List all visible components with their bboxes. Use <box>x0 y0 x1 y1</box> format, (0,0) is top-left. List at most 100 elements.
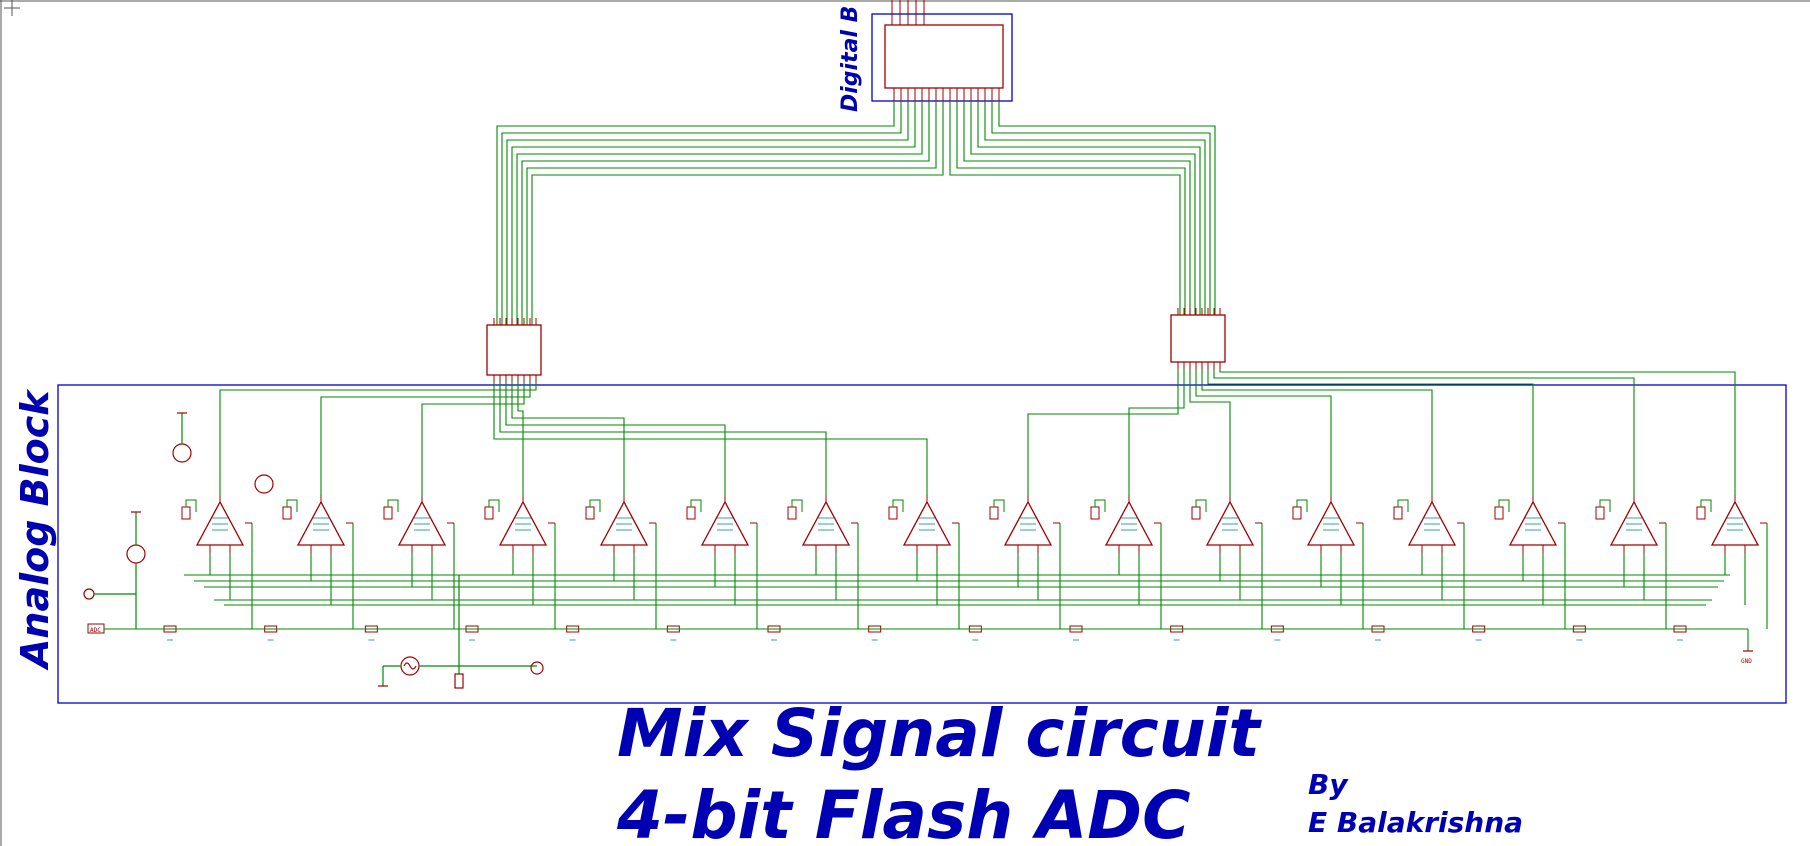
bus-wire-left <box>516 101 923 325</box>
comparator-body <box>195 500 245 546</box>
feedback-wire <box>286 499 298 512</box>
comparator-body <box>1104 500 1154 546</box>
comparator-feedback <box>1494 506 1504 520</box>
comparator-feedback <box>686 506 696 520</box>
ladder-resistor[interactable] <box>1472 625 1486 641</box>
ladder-resistor[interactable] <box>1673 625 1687 641</box>
ladder-resistor[interactable] <box>465 625 479 641</box>
digital-chip-u8[interactable] <box>884 24 1004 89</box>
chip-output-wire <box>1201 369 1433 495</box>
comparator[interactable] <box>1191 495 1262 553</box>
comparator[interactable] <box>1595 495 1666 553</box>
comparator-feedback <box>1090 506 1100 520</box>
chip-output-wire <box>1128 369 1185 495</box>
resistor-ladder <box>163 625 1687 641</box>
feedback-wire <box>1296 499 1308 512</box>
comparator-wires <box>184 369 1768 629</box>
adc-sample-cap[interactable] <box>454 673 464 689</box>
comparator[interactable] <box>383 495 454 553</box>
dc-source-v3[interactable] <box>254 474 274 494</box>
plot-probe-2[interactable] <box>530 661 544 675</box>
comparator-feedback <box>1292 506 1302 520</box>
digital-block-border <box>871 13 1013 102</box>
comparator[interactable] <box>1696 495 1767 553</box>
feedback-wire <box>1397 499 1409 512</box>
ladder-resistor[interactable] <box>1270 625 1284 641</box>
ladder-resistor[interactable] <box>364 625 378 641</box>
chip-output-wire <box>499 382 827 495</box>
chip-output-wire <box>505 382 726 495</box>
bus-wire-right <box>949 101 1181 315</box>
bus-wire-left <box>526 101 937 325</box>
comparator-feedback <box>585 506 595 520</box>
comparator[interactable] <box>787 495 858 553</box>
comparator[interactable] <box>282 495 353 553</box>
feedback-wire <box>791 499 803 512</box>
ladder-resistor[interactable] <box>566 625 580 641</box>
title-line-2: 4-bit Flash ADC <box>616 777 1191 846</box>
feedback-wire <box>1599 499 1611 512</box>
comparator-feedback <box>383 506 393 520</box>
bus-wires <box>496 101 1216 325</box>
supply-sources <box>83 412 544 689</box>
comparator-feedback <box>787 506 797 520</box>
bus-wire-right <box>956 101 1186 315</box>
bus-wire-right <box>970 101 1196 315</box>
comparator-body <box>1609 500 1659 546</box>
bus-wire-left <box>521 101 930 325</box>
ladder-resistor[interactable] <box>767 625 781 641</box>
comparator[interactable] <box>1393 495 1464 553</box>
comparator-body <box>599 500 649 546</box>
chip-output-wire <box>1213 369 1635 495</box>
comparator-body <box>1508 500 1558 546</box>
driver-chip-right[interactable] <box>1170 308 1226 369</box>
feedback-wire <box>488 499 500 512</box>
dc-source-v2[interactable] <box>172 443 192 463</box>
analog-block-label: Analog Block <box>13 388 57 671</box>
title-line-1: Mix Signal circuit <box>617 695 1262 772</box>
comparator-body <box>700 500 750 546</box>
feedback-wire <box>1195 499 1207 512</box>
comparator[interactable] <box>181 495 252 553</box>
comparator-body <box>1407 500 1457 546</box>
comparator-body <box>397 500 447 546</box>
ladder-resistor[interactable] <box>666 625 680 641</box>
ladder-resistor[interactable] <box>1371 625 1385 641</box>
comparator[interactable] <box>989 495 1060 553</box>
author-by: By <box>1308 768 1349 801</box>
comparator-feedback <box>1393 506 1403 520</box>
bus-wire-right <box>998 101 1216 315</box>
comparator[interactable] <box>686 495 757 553</box>
bus-wire-right <box>963 101 1191 315</box>
bus-wire-left <box>501 101 902 325</box>
bus-wire-right <box>984 101 1206 315</box>
comparator[interactable] <box>585 495 656 553</box>
ladder-resistor[interactable] <box>1069 625 1083 641</box>
adc-input: ADC GND <box>87 623 1753 665</box>
ladder-resistor[interactable] <box>264 625 278 641</box>
feedback-wire <box>1700 499 1712 512</box>
comparator[interactable] <box>888 495 959 553</box>
ladder-resistor[interactable] <box>868 625 882 641</box>
chip-output-wire <box>517 382 524 495</box>
comparator[interactable] <box>1494 495 1565 553</box>
ladder-resistor[interactable] <box>968 625 982 641</box>
ladder-resistor[interactable] <box>1170 625 1184 641</box>
feedback-wire <box>690 499 702 512</box>
comparator[interactable] <box>1090 495 1161 553</box>
ladder-resistor[interactable] <box>163 625 177 641</box>
dc-source-v1[interactable] <box>126 544 146 564</box>
chip-output-wire <box>1207 369 1534 495</box>
bus-wire-right <box>991 101 1211 315</box>
adc-input-label: ADC <box>90 627 101 634</box>
comparator-body <box>902 500 952 546</box>
ladder-resistor[interactable] <box>1572 625 1586 641</box>
plot-probe-1[interactable] <box>83 588 95 600</box>
comparator-feedback <box>181 506 191 520</box>
comparator-body <box>1306 500 1356 546</box>
comparator[interactable] <box>1292 495 1363 553</box>
comparator-body <box>498 500 548 546</box>
comparator[interactable] <box>484 495 555 553</box>
chip-output-wire <box>493 382 928 495</box>
driver-chip-left[interactable] <box>486 318 542 382</box>
